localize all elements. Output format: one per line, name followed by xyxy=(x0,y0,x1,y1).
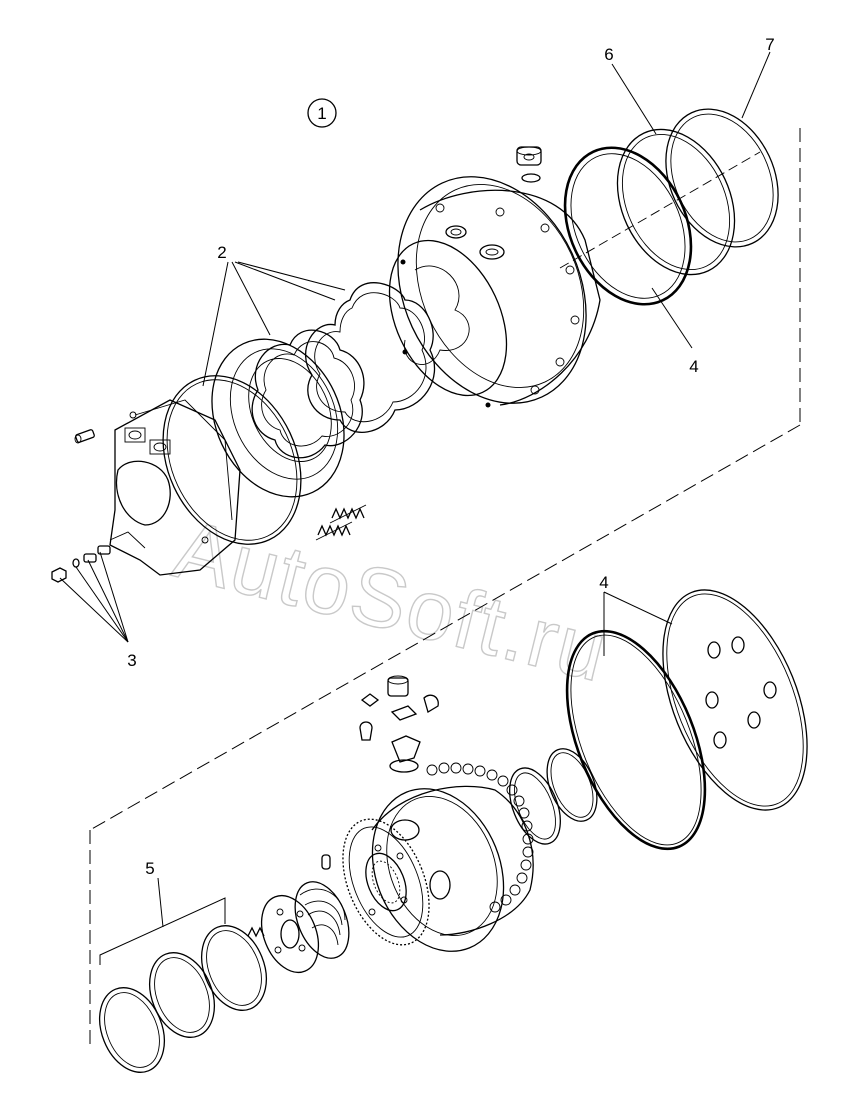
oring-seal-2 xyxy=(162,375,302,545)
lobed-seal xyxy=(305,282,436,433)
springs xyxy=(315,504,367,541)
housing-balls xyxy=(426,762,534,913)
callout-6: 6 xyxy=(604,45,613,64)
key xyxy=(321,854,331,870)
seal-kit-5 xyxy=(99,925,267,1073)
ring-gear xyxy=(342,818,430,946)
motor-housing xyxy=(388,176,601,408)
bearing-ring xyxy=(509,767,561,845)
end-cover xyxy=(109,399,241,576)
watermark-text: AutoSoft.ru xyxy=(166,501,618,699)
callout-7: 7 xyxy=(765,35,774,54)
callout-5: 5 xyxy=(145,859,154,878)
gerotor-ring xyxy=(251,329,365,459)
callout-4-lower: 4 xyxy=(599,573,608,592)
ring-6 xyxy=(616,128,736,276)
valve-parts xyxy=(359,675,439,773)
rotor-housing xyxy=(371,762,534,952)
callout-4-upper: 4 xyxy=(689,357,698,376)
bolt xyxy=(74,429,95,444)
plug-fitting xyxy=(516,146,542,183)
end-plate xyxy=(662,589,808,811)
fittings-3 xyxy=(51,545,111,583)
leader-lines xyxy=(59,51,771,965)
pin xyxy=(247,926,265,938)
callout-3: 3 xyxy=(127,651,136,670)
group-callout: 1 xyxy=(307,98,337,128)
oring-upper xyxy=(563,146,693,306)
retaining-ring xyxy=(546,748,598,822)
center-axis-upper xyxy=(559,151,761,269)
assembly-boundary xyxy=(89,128,801,1050)
flange xyxy=(260,895,320,973)
oring-lower xyxy=(565,629,707,851)
wear-plate xyxy=(211,338,345,498)
svg-text:1: 1 xyxy=(317,104,326,123)
callout-2: 2 xyxy=(217,243,226,262)
piston xyxy=(294,881,350,959)
